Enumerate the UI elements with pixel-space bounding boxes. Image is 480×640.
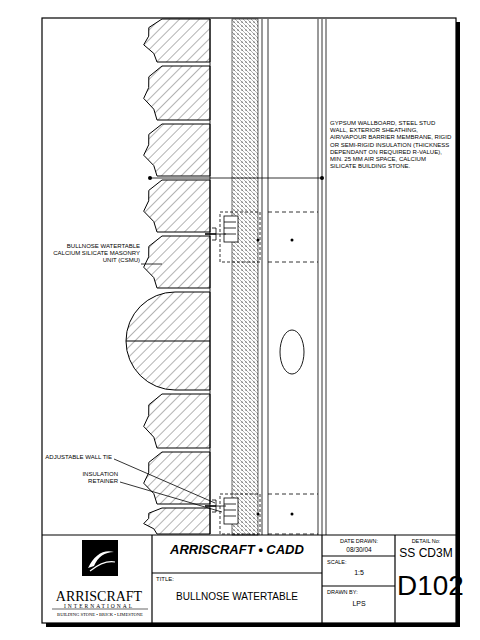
part-label: ADJUSTABLE WALL TIE <box>40 454 112 461</box>
stone-unit <box>144 19 210 62</box>
title-block <box>42 535 456 623</box>
part-label: BULLNOSE WATERTABLE CALCIUM SILICATE MAS… <box>48 243 140 265</box>
field-value: 1:5 <box>324 569 394 577</box>
drawing-title: BULLNOSE WATERTABLE <box>154 591 320 603</box>
detail-number: D102 <box>397 569 455 602</box>
wall-tie <box>205 212 318 262</box>
stud-knockout <box>280 330 304 374</box>
material-note: GYPSUM WALLBOARD, STEEL STUD WALL, EXTER… <box>330 120 452 170</box>
wall-tie <box>205 494 318 534</box>
stone-unit <box>144 66 210 120</box>
stone-unit <box>144 180 210 232</box>
logo-tagline: BUILDING STONE • BRICK • LIMESTONE <box>46 612 154 618</box>
stone-unit <box>144 124 210 176</box>
insulation <box>232 19 258 535</box>
leader-line <box>114 178 322 512</box>
logo-mark <box>82 540 118 576</box>
stone-back <box>210 19 211 534</box>
field-label: SCALE: <box>327 559 387 566</box>
field-value: LPS <box>324 600 394 608</box>
field-label: DETAIL No: <box>398 538 454 545</box>
field-value: 08/30/04 <box>324 546 394 554</box>
stone-unit <box>144 508 210 534</box>
stone-unit <box>144 394 210 448</box>
wall-layers <box>262 19 326 535</box>
unit-joint <box>126 341 210 342</box>
company-name: ARRISCRAFT • CADD <box>154 542 320 558</box>
field-label: TITLE: <box>156 576 196 583</box>
stone-courses <box>144 19 210 534</box>
part-label: INSULATION RETAINER <box>60 471 118 485</box>
field-label: DATE DRAWN: <box>324 538 394 545</box>
field-label: DRAWN BY: <box>327 589 387 596</box>
sheet-frame <box>42 18 456 623</box>
logo-sub: INTERNATIONAL <box>48 603 150 610</box>
detail-code: SS CD3M <box>397 546 455 560</box>
stone-unit <box>144 236 210 288</box>
bullnose-unit <box>126 292 210 390</box>
